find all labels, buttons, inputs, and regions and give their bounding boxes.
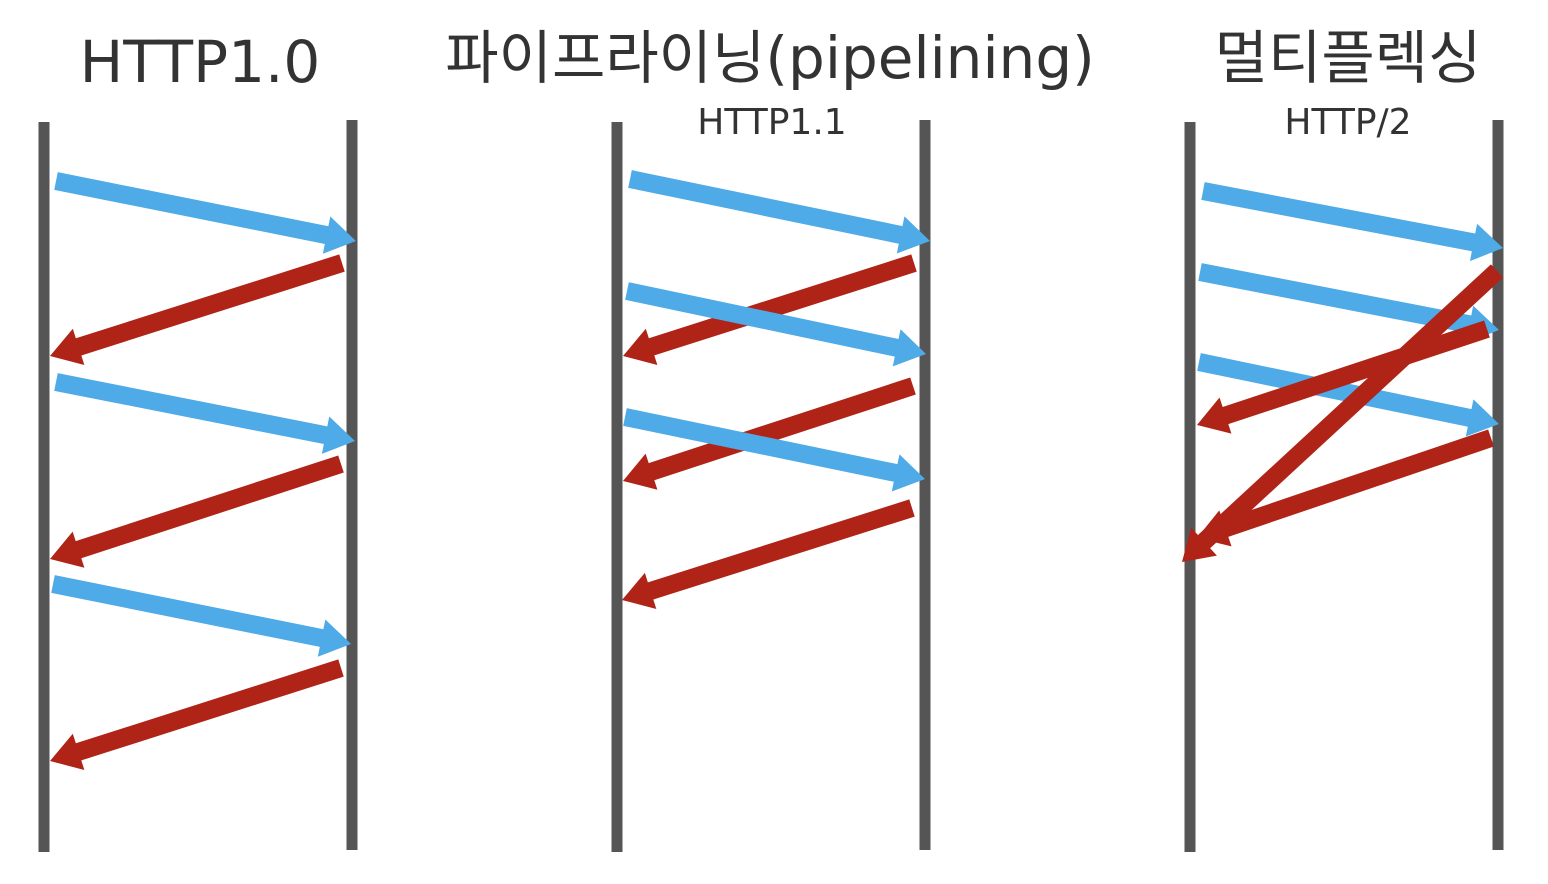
arrow-shaft [645, 499, 915, 601]
arrow-shaft [1220, 429, 1494, 538]
http10-request-arrow-5 [51, 575, 351, 657]
arrow-head [1182, 527, 1217, 562]
arrow-head [50, 328, 85, 365]
message-arrows [50, 170, 1504, 770]
multiplexing-response-arrow-6 [1197, 429, 1494, 547]
pipelining-request-arrow-3 [625, 282, 926, 367]
arrow-head [322, 216, 356, 254]
arrow-head [321, 416, 355, 454]
pipelining-request-arrow-5 [623, 408, 925, 492]
arrow-head [623, 453, 658, 490]
panel-subtitle-pipelining: HTTP1.1 [697, 102, 846, 143]
arrow-shaft [1198, 263, 1474, 334]
multiplexing-request-arrow-1 [1201, 182, 1503, 262]
arrow-shaft [1196, 264, 1504, 550]
arrow-head [891, 454, 925, 492]
arrow-shaft [73, 254, 345, 357]
arrow-shaft [54, 373, 330, 445]
multiplexing-response-arrow-4 [1197, 320, 1490, 434]
arrow-shaft [51, 575, 326, 648]
arrow-head [1197, 397, 1232, 434]
http10-response-arrow-4 [50, 455, 344, 568]
arrow-head [623, 328, 658, 365]
panel-subtitle-multiplexing: HTTP/2 [1284, 102, 1411, 143]
arrow-head [892, 329, 926, 367]
arrow-head [1469, 223, 1503, 262]
arrow-shaft [1197, 353, 1474, 428]
multiplexing-request-arrow-3 [1197, 353, 1499, 437]
pipelining-response-arrow-2 [623, 254, 917, 365]
http10-response-arrow-6 [50, 659, 344, 770]
http10-request-arrow-1 [54, 172, 356, 254]
pipelining-response-arrow-6 [622, 499, 915, 610]
arrow-head [622, 572, 657, 610]
arrow-shaft [646, 254, 917, 357]
pipelining-response-arrow-4 [623, 377, 916, 490]
arrow-shaft [73, 659, 344, 762]
arrow-shaft [628, 170, 905, 245]
arrow-shaft [1220, 320, 1490, 425]
arrow-head [317, 619, 351, 657]
panel-title-pipelining: 파이프라이닝(pipelining) [445, 24, 1095, 92]
arrow-shaft [625, 282, 901, 358]
arrow-shaft [623, 408, 900, 483]
arrow-head [50, 531, 85, 568]
http10-request-arrow-3 [54, 373, 355, 454]
arrow-head [1197, 510, 1232, 547]
arrow-head [50, 733, 85, 770]
arrow-shaft [54, 172, 331, 245]
arrow-shaft [646, 377, 916, 481]
arrow-head [1465, 399, 1499, 437]
arrow-shaft [73, 455, 344, 559]
panel-title-multiplexing: 멀티플렉싱 [1215, 24, 1482, 92]
pipelining-request-arrow-1 [628, 170, 930, 254]
arrow-head [896, 216, 930, 254]
arrow-shaft [1201, 182, 1478, 252]
panel-title-http10: HTTP1.0 [80, 28, 321, 96]
multiplexing-response-arrow-5 [1182, 264, 1504, 562]
http10-response-arrow-2 [50, 254, 345, 365]
